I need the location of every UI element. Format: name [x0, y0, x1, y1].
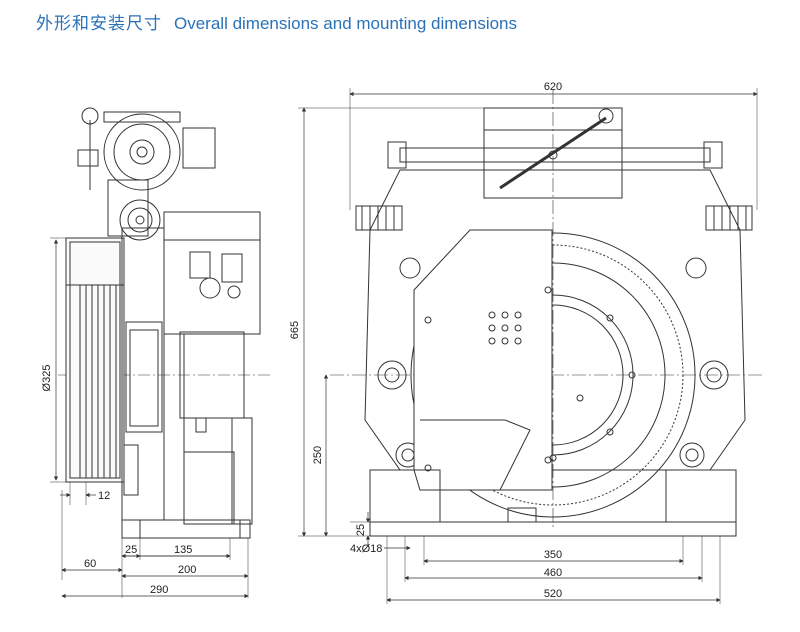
- title-chinese: 外形和安装尺寸: [36, 14, 162, 34]
- dim-25-label: 25: [125, 544, 137, 556]
- dim-groove-label: 12: [98, 490, 110, 502]
- side-dimension-labels: Ø325 12 60 25 135 200 290: [41, 365, 196, 596]
- cover-plate: [413, 229, 553, 491]
- release-lever: [499, 108, 614, 190]
- machine-frame: [364, 107, 746, 471]
- dim-350-label: 350: [544, 549, 562, 561]
- dim-665-label: 665: [289, 321, 301, 339]
- traction-sheave: [65, 237, 125, 483]
- dim-290-label: 290: [150, 584, 168, 596]
- disc-bolts: [549, 314, 636, 462]
- dim-200-label: 200: [178, 564, 196, 576]
- title-english: Overall dimensions and mounting dimensio…: [174, 14, 518, 33]
- dim-135-label: 135: [174, 544, 192, 556]
- brake-springs: [355, 205, 753, 231]
- page-header: 外形和安装尺寸 Overall dimensions and mounting …: [36, 9, 517, 34]
- front-view: [330, 90, 765, 537]
- dim-base-25-label: 25: [355, 524, 367, 536]
- dim-60-label: 60: [84, 558, 96, 570]
- side-base: [121, 519, 251, 539]
- brake-assembly: [77, 107, 216, 320]
- front-dimension-labels: 620 665 250 25 4xØ18 350 460 520: [289, 81, 562, 600]
- front-base: [369, 469, 737, 537]
- dim-250-label: 250: [312, 446, 324, 464]
- dim-diameter-label: Ø325: [41, 365, 53, 392]
- dim-520-label: 520: [544, 588, 562, 600]
- side-dimensions: [50, 237, 249, 599]
- front-dimensions: [298, 88, 758, 604]
- dim-620-label: 620: [544, 81, 562, 93]
- motor-housing: [121, 211, 261, 525]
- dim-460-label: 460: [544, 567, 562, 579]
- dim-holes-label: 4xØ18: [350, 543, 382, 555]
- side-view: [58, 107, 270, 539]
